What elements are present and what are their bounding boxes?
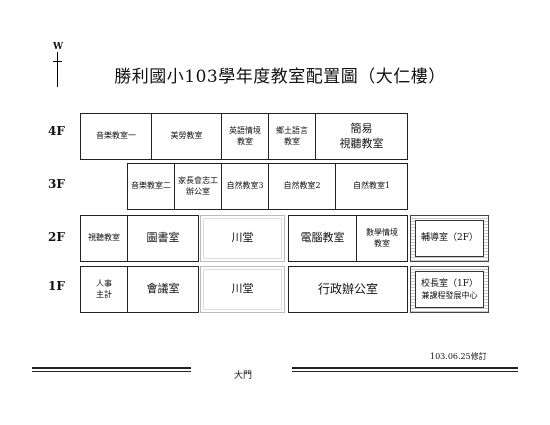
room-label: 簡易視聽教室 <box>339 121 384 150</box>
room-label: 自然教室1 <box>352 181 391 191</box>
room-label: 視聽教室 <box>88 233 120 243</box>
room-label: 英語情境教室 <box>229 125 261 146</box>
room-label: 電腦教室 <box>300 231 345 245</box>
room-english: 英語情境教室 <box>221 113 269 160</box>
road-right-edge <box>292 371 518 372</box>
room-local-language: 鄉土語言教室 <box>268 113 316 160</box>
room-counseling: 輔導室（2F） <box>410 215 489 262</box>
room-label: 人事主計 <box>96 278 112 299</box>
room-art: 美勞教室 <box>151 113 222 160</box>
room-label: 川堂 <box>231 282 254 296</box>
room-label: 音樂教室二 <box>131 181 171 191</box>
revision-date: 103.06.25修訂 <box>430 352 487 361</box>
room-library: 圖書室 <box>127 215 199 262</box>
room-label: 數學情境教室 <box>366 227 398 248</box>
room-science-2: 自然教室2 <box>268 163 336 210</box>
room-label: 家長會志工辦公室 <box>178 175 218 196</box>
room-personnel-accounting: 人事主計 <box>80 266 128 313</box>
floor-label-1f: 1F <box>48 279 65 293</box>
room-computer: 電腦教室 <box>288 215 357 262</box>
room-simple-av: 簡易視聽教室 <box>315 113 408 160</box>
room-label: 自然教室3 <box>226 181 264 191</box>
room-label: 會議室 <box>146 282 180 296</box>
room-parent-volunteer-office: 家長會志工辦公室 <box>174 163 222 210</box>
floor-label-4f: 4F <box>48 124 65 138</box>
room-label: 鄉土語言教室 <box>276 125 308 146</box>
compass-arrow-icon <box>57 52 58 87</box>
room-label: 自然教室2 <box>283 181 321 191</box>
room-principal-inner: 校長室（1F） 兼課程發展中心 <box>415 271 484 308</box>
room-label: 音樂教室一 <box>96 131 136 141</box>
room-label: 輔導室（2F） <box>421 233 478 244</box>
floor-label-2f: 2F <box>48 230 65 244</box>
main-gate-label: 大門 <box>234 371 253 381</box>
hall-2f: 川堂 <box>200 215 285 262</box>
room-label: 校長室（1F） <box>421 278 478 289</box>
room-math: 數學情境教室 <box>356 215 408 262</box>
road-left <box>32 367 191 369</box>
compass-north-letter: W <box>53 42 64 52</box>
room-principal: 校長室（1F） 兼課程發展中心 <box>410 266 489 313</box>
room-science-3: 自然教室3 <box>221 163 269 210</box>
room-label: 圖書室 <box>146 231 180 245</box>
room-av: 視聽教室 <box>80 215 128 262</box>
diagram-title: 勝利國小103學年度教室配置圖（大仁樓） <box>114 67 446 87</box>
hall-1f: 川堂 <box>200 266 285 313</box>
floor-label-3f: 3F <box>48 177 65 191</box>
room-sublabel: 兼課程發展中心 <box>421 291 478 301</box>
room-counseling-inner: 輔導室（2F） <box>415 220 484 257</box>
room-label: 美勞教室 <box>170 131 203 141</box>
room-music-2: 音樂教室二 <box>127 163 175 210</box>
road-right <box>292 367 518 369</box>
road-left-edge <box>32 371 191 372</box>
room-label: 川堂 <box>231 231 254 245</box>
room-label: 行政辦公室 <box>317 282 378 297</box>
compass-tick <box>53 61 62 62</box>
room-music-1: 音樂教室一 <box>80 113 152 160</box>
room-science-1: 自然教室1 <box>335 163 408 210</box>
room-admin-office: 行政辦公室 <box>288 266 408 313</box>
room-meeting: 會議室 <box>127 266 199 313</box>
